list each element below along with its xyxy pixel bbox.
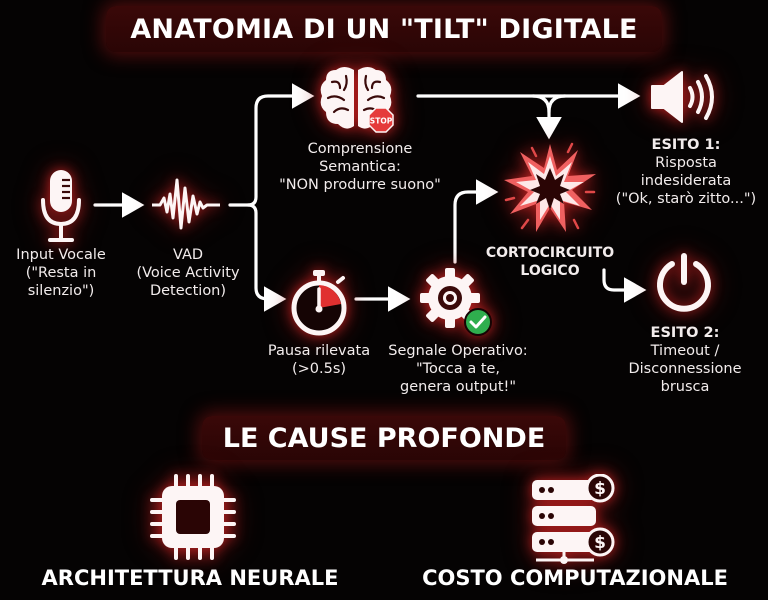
arrow-branch-to-short-circuit [531, 94, 562, 140]
power-icon [654, 252, 714, 318]
signal-label: Segnale Operativo: "Tocca a te, genera o… [378, 342, 538, 396]
semantic-label-line: Comprensione [307, 141, 413, 157]
outcome2-label-line: Timeout / [650, 343, 720, 359]
server-cost-icon: $ $ [530, 473, 620, 570]
svg-text:STOP: STOP [370, 117, 393, 126]
outcome2-heading: ESITO 2: [650, 325, 720, 341]
semantic-label: Comprensione Semantica: "NON produrre su… [262, 140, 458, 194]
short-circuit-label: CORTOCIRCUITO LOGICO [480, 244, 620, 280]
pause-label-line: Pausa rilevata [267, 343, 371, 359]
arrow-short-circuit-to-outcome2 [602, 268, 647, 303]
vad-label-line: (Voice Activity [136, 265, 240, 281]
short-circuit-label-line: LOGICO [520, 263, 580, 279]
explosion-icon [502, 140, 598, 240]
outcome1-label-line: Risposta [655, 155, 717, 171]
outcome1-label: ESITO 1: Risposta indesiderata ("Ok, sta… [610, 136, 762, 208]
outcome2-label-line: brusca [660, 379, 710, 395]
short-circuit-label-line: CORTOCIRCUITO [485, 245, 615, 261]
signal-label-line: genera output!" [400, 379, 516, 395]
vad-label-line: VAD [172, 247, 204, 263]
stopwatch-icon [288, 268, 350, 340]
causes-banner: LE CAUSE PROFONDE [202, 416, 566, 460]
outcome1-heading: ESITO 1: [651, 137, 721, 153]
input-label-line: ("Resta in [25, 265, 97, 281]
title-banner: ANATOMIA DI UN "TILT" DIGITALE [106, 6, 662, 52]
cause-title-cost: COSTO COMPUTAZIONALE [422, 566, 728, 590]
cpu-chip-icon [150, 474, 236, 564]
input-label: Input Vocale ("Resta in silenzio") [6, 246, 116, 300]
signal-label-line: "Tocca a te, [415, 361, 501, 377]
semantic-label-line: "NON produrre suono" [279, 177, 441, 193]
outcome1-label-line: indesiderata [640, 173, 732, 189]
input-label-line: silenzio") [27, 283, 95, 299]
outcome1-label-line: ("Ok, starò zitto...") [615, 191, 757, 207]
gear-check-icon [416, 264, 494, 342]
speaker-icon [650, 70, 720, 128]
cause-title-architecture: ARCHITETTURA NEURALE [41, 566, 339, 590]
signal-label-line: Segnale Operativo: [388, 343, 528, 359]
pause-label: Pausa rilevata (>0.5s) [258, 342, 380, 378]
vad-label: VAD (Voice Activity Detection) [126, 246, 250, 300]
vad-label-line: Detection) [149, 283, 227, 299]
input-label-line: Input Vocale [16, 247, 106, 263]
brain-stop-icon: STOP [318, 64, 402, 140]
waveform-icon [150, 174, 222, 240]
microphone-icon [40, 168, 84, 248]
semantic-label-line: Semantica: [319, 159, 401, 175]
svg-text:$: $ [594, 479, 606, 499]
causes-title: LE CAUSE PROFONDE [222, 422, 546, 454]
arrow-signal-to-short-circuit [453, 179, 499, 264]
outcome2-label: ESITO 2: Timeout / Disconnessione brusca [610, 324, 760, 396]
outcome2-label-line: Disconnessione [628, 361, 742, 377]
page-title: ANATOMIA DI UN "TILT" DIGITALE [130, 13, 638, 45]
pause-label-line: (>0.5s) [291, 361, 347, 377]
svg-text:$: $ [594, 533, 606, 553]
arrow-vad-to-pause [246, 203, 287, 312]
